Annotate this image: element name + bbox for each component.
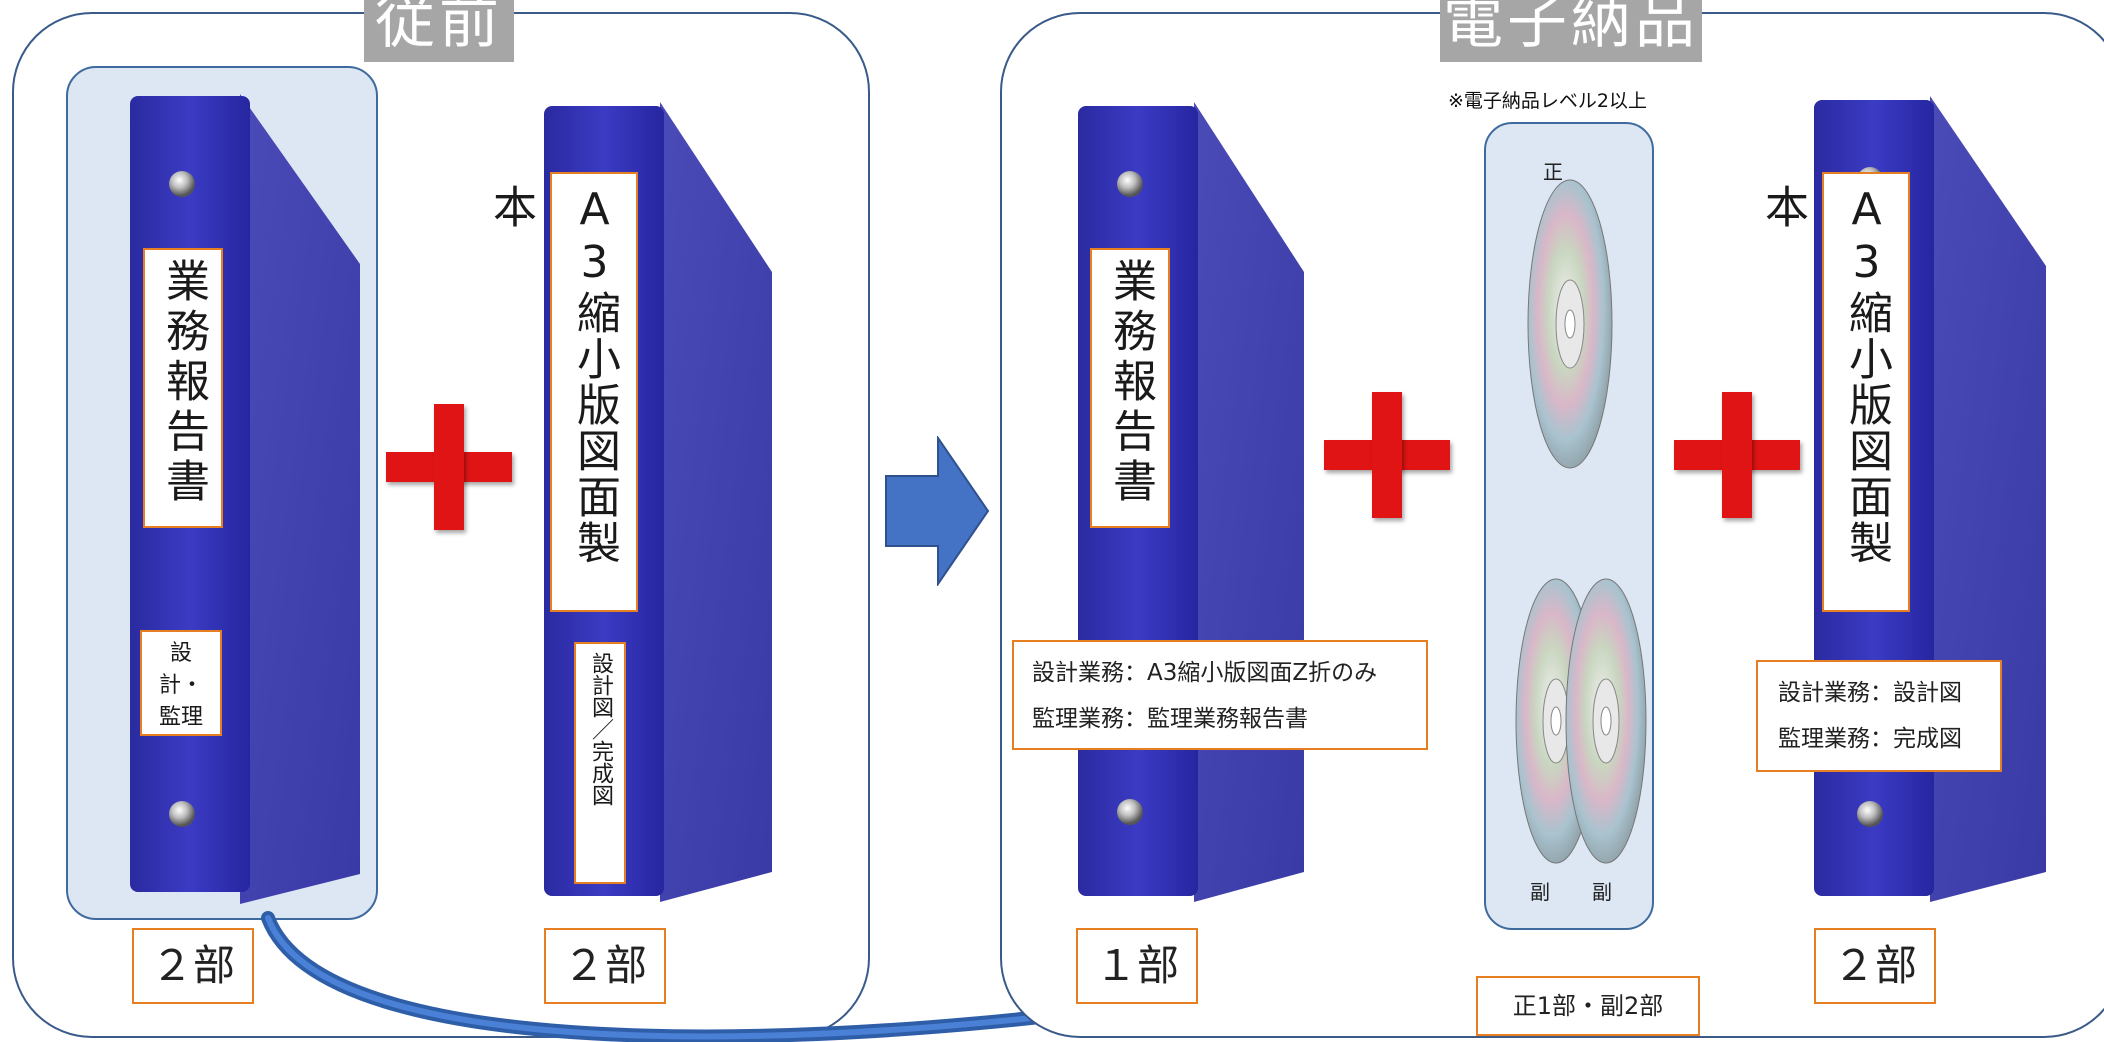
disc-icon — [1565, 578, 1647, 864]
binder-info-box: 設計業務：設計図 監理業務：完成図 — [1756, 660, 2002, 772]
right-panel-title: 電子納品 — [1440, 0, 1702, 62]
disc-copy-label: 副 — [1592, 880, 1612, 904]
right-arrow-icon — [885, 436, 990, 586]
info-line: 監理業務：監理業務報告書 — [1032, 706, 1308, 732]
binder-spine-label: 業務報告書 — [1090, 248, 1170, 528]
info-line: 監理業務：完成図 — [1778, 726, 1962, 752]
disc-main-label: 正 — [1543, 160, 1563, 184]
left-panel-title: 従前 — [364, 0, 514, 62]
binder-spine-label: 業務報告書 — [143, 248, 223, 528]
disc-copy-label: 副 — [1530, 880, 1550, 904]
disc-count: 正1部・副2部 — [1476, 976, 1700, 1036]
disc-note: ※電子納品レベル2以上 — [1448, 90, 1648, 112]
binder-count: ２部 — [544, 928, 666, 1004]
binder-count: ２部 — [132, 928, 254, 1004]
binder-sub-label: 設計・監理 — [140, 630, 222, 736]
info-line: 設計業務：A3縮小版図面Z折のみ — [1032, 660, 1378, 686]
binder-count: ２部 — [1814, 928, 1936, 1004]
binder-count: １部 — [1076, 928, 1198, 1004]
binder-info-box: 設計業務：A3縮小版図面Z折のみ 監理業務：監理業務報告書 — [1012, 640, 1428, 750]
binder-sub-label: 設計図／完成図 — [574, 642, 626, 884]
info-line: 設計業務：設計図 — [1778, 680, 1962, 706]
binder-spine-label: A3縮小版図面製本 — [1757, 172, 1910, 612]
binder-spine-label: A3縮小版図面製本 — [485, 172, 638, 612]
disc-icon — [1527, 179, 1613, 469]
plus-icon-vertical — [1372, 392, 1402, 518]
plus-icon-vertical — [434, 404, 464, 530]
plus-icon-vertical — [1722, 392, 1752, 518]
